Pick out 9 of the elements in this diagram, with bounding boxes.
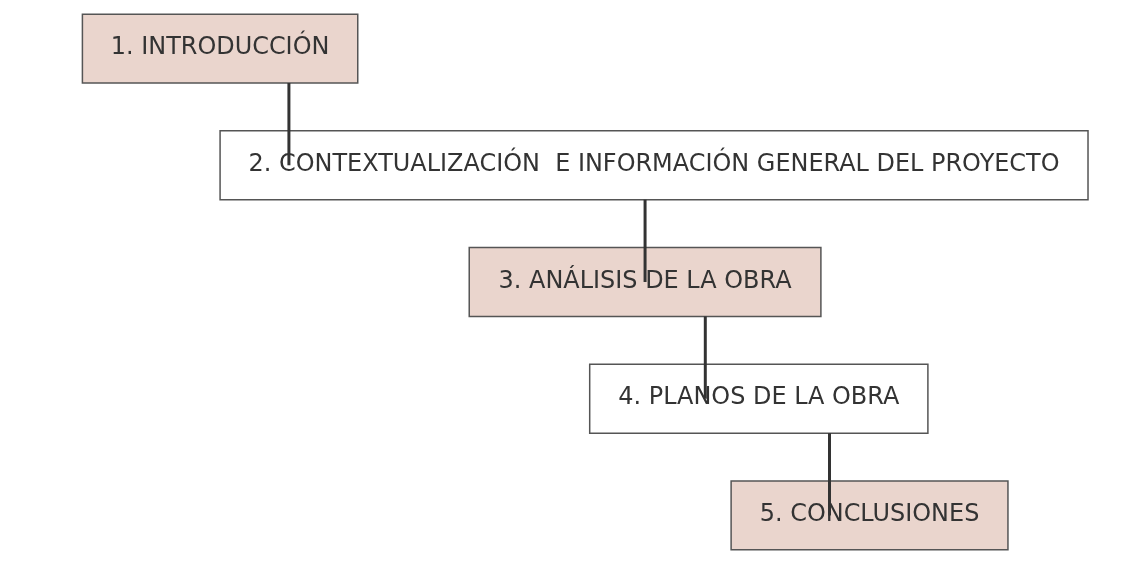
node-box: 3. ANÁLISIS DE LA OBRA [468,246,822,318]
connector [703,316,707,399]
node-box: 4. PLANOS DE LA OBRA [588,363,929,434]
node-box: 5. CONCLUSIONES [730,480,1009,551]
connector [643,199,647,282]
node-box: 2. CONTEXTUALIZACIÓN E INFORMACIÓN GENERAL DEL PROYECTO [219,130,1089,201]
connector [287,82,291,166]
node-box: 1. INTRODUCCIÓN [81,13,359,84]
connector [828,433,831,516]
